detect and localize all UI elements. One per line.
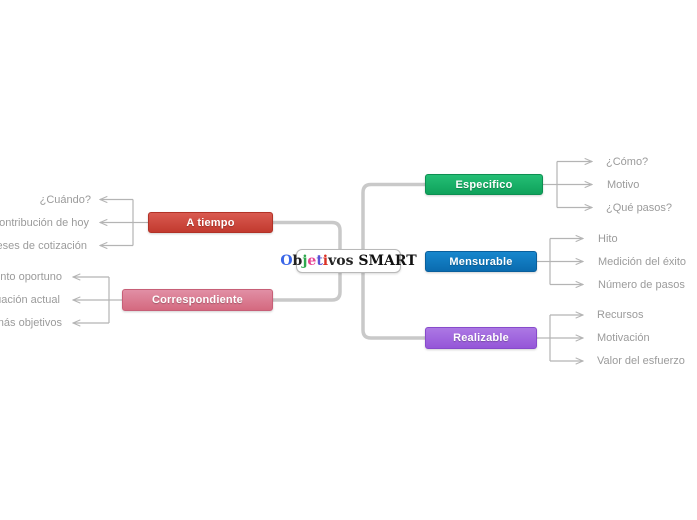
child-node-que-pasos[interactable]: ¿Qué pasos? — [606, 201, 673, 214]
central-node[interactable]: Objetivos SMART — [280, 249, 417, 273]
branch-node-mensurable[interactable]: Mensurable — [425, 251, 537, 272]
child-node-como[interactable]: ¿Cómo? — [606, 155, 649, 168]
child-node-motivacion[interactable]: Motivación — [597, 332, 650, 344]
child-node-contribucion-hoy[interactable]: Contribución de hoy — [0, 216, 89, 229]
child-node-mas-objetivos[interactable]: más objetivos — [0, 317, 62, 329]
child-node-cuando[interactable]: ¿Cuándo? — [39, 193, 91, 206]
child-node-recursos[interactable]: Recursos — [597, 309, 644, 321]
child-node-valor-esfuerzo[interactable]: Valor del esfuerzo — [597, 355, 685, 367]
central-node-label: Objetivos SMART — [280, 253, 417, 269]
branch-node-especifico[interactable]: Especifico — [425, 174, 543, 195]
child-node-meses-cotizacion[interactable]: meses de cotización — [0, 239, 87, 252]
child-node-hito[interactable]: Hito — [598, 232, 618, 245]
branch-node-a-tiempo[interactable]: A tiempo — [148, 212, 273, 233]
child-node-tuacion-actual[interactable]: tuación actual — [0, 294, 60, 306]
child-node-numero-pasos[interactable]: Número de pasos — [598, 278, 685, 291]
child-node-motivo[interactable]: Motivo — [607, 178, 640, 191]
child-node-ento-oportuno[interactable]: ento oportuno — [0, 271, 62, 283]
child-node-medicion-exito[interactable]: Medición del éxito — [598, 255, 687, 268]
branch-node-realizable[interactable]: Realizable — [425, 327, 537, 349]
branch-node-correspondiente[interactable]: Correspondiente — [122, 289, 273, 311]
